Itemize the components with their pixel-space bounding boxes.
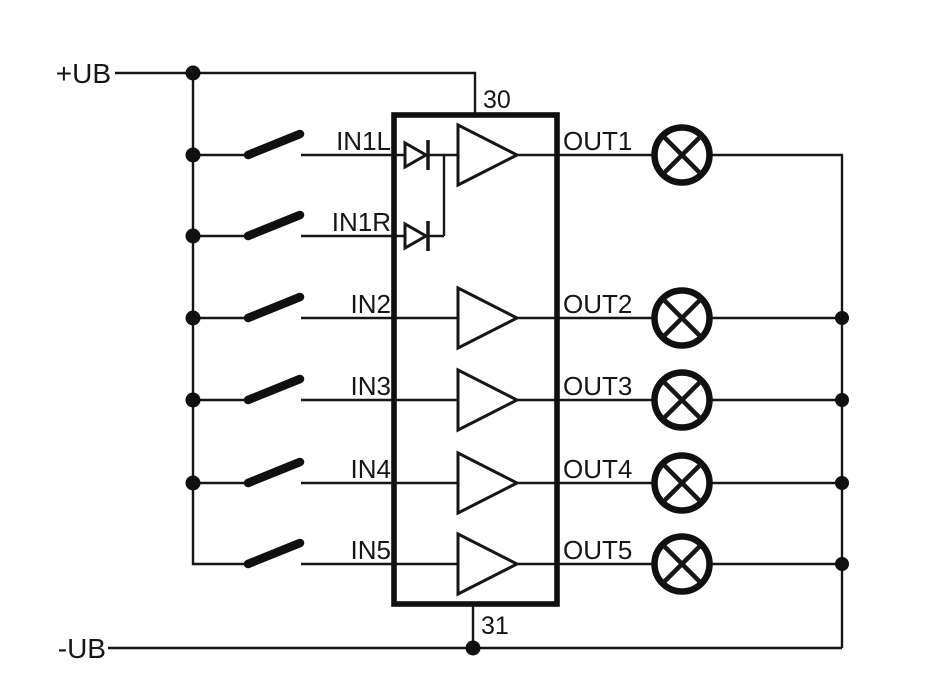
lamp-out3-cross	[661, 379, 703, 421]
input-label-in2: IN2	[351, 289, 391, 319]
switch-in5-blade	[243, 538, 305, 569]
diode-in1r-triangle	[403, 221, 430, 251]
lamp-out5	[651, 533, 713, 595]
junction-dot-in2	[185, 310, 201, 326]
switch-in1r-blade	[243, 210, 305, 241]
junction-dot-in3	[185, 392, 201, 408]
amplifier-ch5	[456, 531, 521, 597]
label-minus-ub: -UB	[58, 633, 106, 664]
input-label-in1l: IN1L	[336, 126, 391, 156]
lamp-out1-cross	[661, 134, 703, 176]
lamp-out3	[651, 369, 713, 431]
output-label-out5: OUT5	[563, 535, 632, 565]
junction-dot-in1l	[185, 147, 201, 163]
switch-in2-blade	[243, 292, 305, 323]
amplifier-ch1	[456, 122, 521, 188]
lamp-out2-cross	[661, 297, 703, 339]
plus-ub-top-wire	[115, 71, 477, 115]
input-switches	[243, 129, 305, 569]
junction-dot-out5	[835, 557, 849, 571]
labels: +UB -UB 30 31 IN1L IN1R IN2 IN3 IN4 IN5 …	[56, 58, 633, 664]
junction-dot-out4	[835, 476, 849, 490]
ic-block-outline	[391, 112, 560, 607]
amplifier-ch3	[456, 367, 521, 433]
lamp-out2	[651, 287, 713, 349]
ic-pin-31-label: 31	[481, 612, 509, 640]
junction-dot-out2	[835, 311, 849, 325]
junction-dot-out3	[835, 393, 849, 407]
junction-dot-pin31	[465, 640, 481, 656]
output-label-out1: OUT1	[563, 126, 632, 156]
input-label-in3: IN3	[351, 371, 391, 401]
junction-dots	[185, 65, 849, 656]
switch-in3-blade	[243, 374, 305, 405]
lamp-out5-cross	[661, 543, 703, 585]
output-label-out2: OUT2	[563, 289, 632, 319]
input-label-in5: IN5	[351, 535, 391, 565]
amplifier-ch2	[456, 285, 521, 351]
junction-dot-plus-ub	[185, 65, 201, 81]
junction-dot-in1r	[185, 228, 201, 244]
amplifier-ch4	[456, 450, 521, 516]
label-plus-ub: +UB	[56, 58, 111, 89]
lamp-out4-cross	[661, 462, 703, 504]
switch-in4-blade	[243, 457, 305, 488]
switch-in1l-blade	[243, 129, 305, 160]
driver-amplifiers	[456, 122, 521, 597]
input-label-in4: IN4	[351, 454, 391, 484]
input-wires	[301, 153, 458, 566]
output-label-out3: OUT3	[563, 371, 632, 401]
junction-dot-in4	[185, 475, 201, 491]
input-label-in1r: IN1R	[332, 207, 391, 237]
diode-in1l-triangle	[403, 140, 430, 170]
output-lamps	[651, 124, 713, 595]
output-label-out4: OUT4	[563, 454, 632, 484]
lamp-out4	[651, 452, 713, 514]
ic-pin-30-label: 30	[483, 86, 511, 114]
diode-in1l	[403, 140, 430, 170]
lamp-out1	[651, 124, 713, 186]
input-diodes	[403, 140, 430, 251]
diode-in1r	[403, 221, 430, 251]
